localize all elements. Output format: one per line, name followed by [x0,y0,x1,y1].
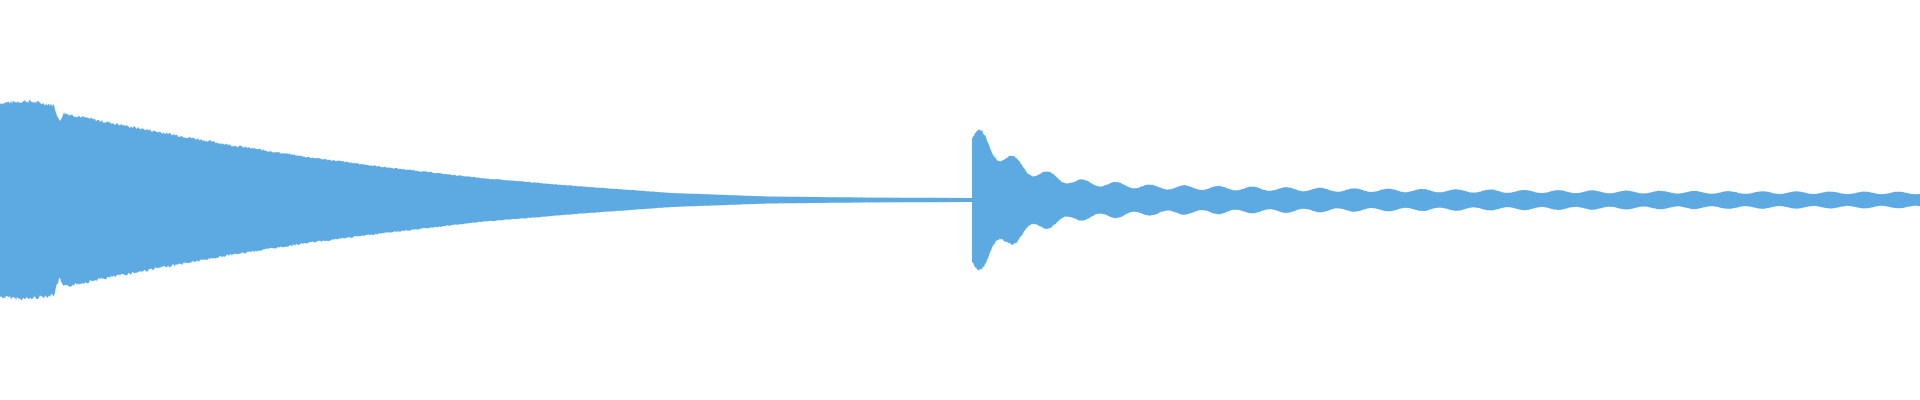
waveform-baseline [0,199,1920,201]
